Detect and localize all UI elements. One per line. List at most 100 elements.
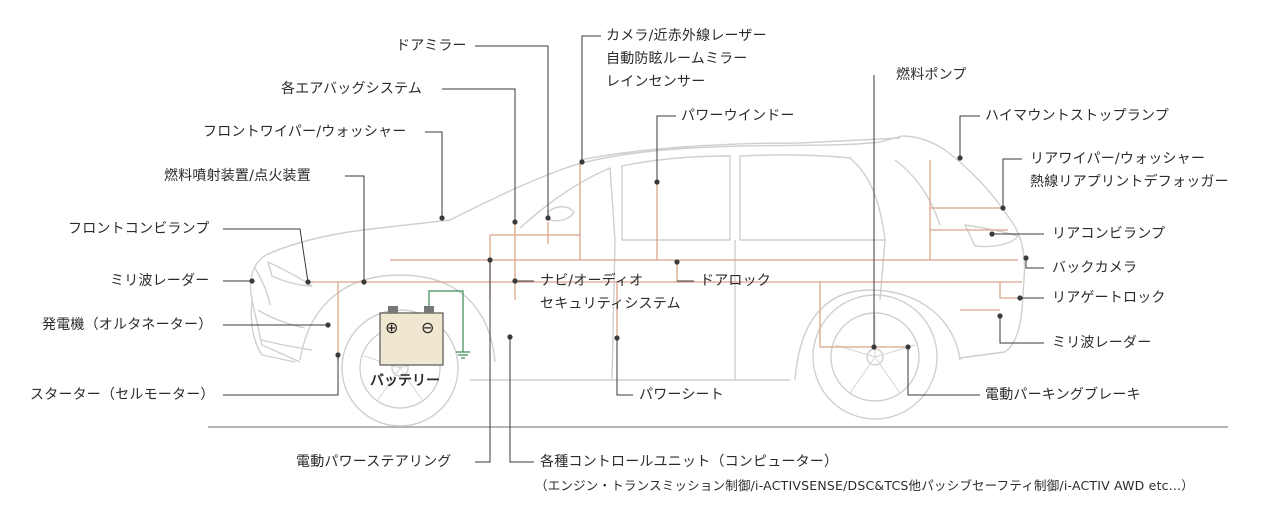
dot (305, 279, 311, 285)
label-fuel-pump: 燃料ポンプ (896, 67, 967, 83)
ground-symbol (456, 351, 470, 359)
front-wheel-arch (299, 274, 496, 363)
battery-terminal-plus (388, 306, 398, 313)
rear-harness (930, 207, 1008, 231)
dot (335, 352, 341, 358)
label-door-mirror: ドアミラー (396, 38, 467, 54)
leader-starter (223, 355, 339, 396)
dot (905, 344, 911, 350)
battery-terminal-minus (424, 306, 434, 313)
label-ecu-title: 各種コントロールユニット（コンピューター） (540, 454, 839, 470)
label-rear-wiper: リアワイパー/ウォッシャー (1030, 151, 1206, 167)
dot (507, 334, 513, 340)
leader-lines (223, 35, 1044, 463)
car-outline (249, 135, 1026, 427)
battery-minus-symbol: ⊖ (421, 318, 434, 337)
leader-power-window (656, 115, 676, 182)
front-grille (254, 267, 313, 351)
dot (989, 231, 995, 237)
dot (674, 259, 680, 265)
dot (512, 278, 518, 284)
dot (545, 215, 551, 221)
leader-camera (581, 35, 601, 162)
label-power-window: パワーウインドー (681, 108, 795, 124)
dot (957, 155, 963, 161)
dot (439, 215, 445, 221)
door-harness (514, 182, 678, 300)
under-harness (819, 282, 905, 348)
label-airbags: 各エアバッグシステム (281, 81, 423, 97)
windshield (519, 167, 616, 241)
dot (512, 219, 518, 225)
leader-rear-wiper (1002, 158, 1022, 208)
dot (871, 344, 877, 350)
label-starter: スターター（セルモーター） (30, 387, 215, 403)
leader-airbags (442, 88, 516, 222)
leader-ecu (509, 337, 534, 463)
front-harness (308, 281, 339, 360)
car-lower (250, 299, 790, 381)
rear-wheel-rim (830, 312, 920, 402)
leader-front-wiper (425, 131, 443, 218)
dot (487, 257, 493, 263)
dot (997, 313, 1003, 319)
leader-high-mount (959, 115, 980, 158)
dot (361, 279, 367, 285)
battery-body (379, 312, 444, 366)
label-alternator: 発電機（オルタネーター） (42, 317, 213, 333)
label-battery: バッテリー (370, 373, 440, 389)
roof-rail (579, 137, 901, 161)
leader-power-steering (475, 260, 491, 463)
rear-wheel-spokes (834, 315, 916, 394)
dot (654, 179, 660, 185)
door-lines (611, 239, 886, 381)
front-wheel (341, 309, 459, 427)
quarter-window (894, 159, 941, 226)
leader-front-combi (223, 228, 309, 283)
label-rear-gate-lock: リアゲートロック (1052, 290, 1166, 306)
label-front-combi: フロントコンビランプ (68, 221, 210, 237)
wiring-harness (308, 160, 1022, 360)
label-radar-front: ミリ波レーダー (110, 273, 210, 289)
label-rear-combi: リアコンビランプ (1052, 226, 1166, 242)
dot (614, 335, 620, 341)
rear-window (739, 154, 886, 241)
label-high-mount: ハイマウントストップランプ (985, 108, 1169, 124)
spoke (834, 315, 916, 394)
dot (325, 322, 331, 328)
label-door-lock: ドアロック (700, 273, 771, 289)
label-ecu-detail: （エンジン・トランスミッション制御/i-ACTIVSENSE/DSC&TCS他パ… (535, 478, 1194, 493)
label-rear-defogger: 熱線リアプリントデフォッガー (1030, 174, 1229, 190)
headlight (267, 261, 313, 287)
dot (1023, 255, 1029, 261)
label-camera-2: 自動防眩ルームミラー (606, 51, 748, 67)
leader-radar-rear (999, 316, 1044, 344)
dot (579, 159, 585, 165)
leader-back-camera (1025, 258, 1044, 269)
label-navi-1: ナビ/オーディオ (540, 273, 644, 289)
battery-ground-wire (428, 290, 464, 352)
leader-power-seat (616, 338, 633, 396)
label-power-steering: 電動パワーステアリング (296, 454, 452, 470)
taillight (964, 224, 1019, 248)
label-camera-3: レインセンサー (606, 74, 706, 90)
leader-fuel-injection (345, 175, 365, 282)
label-navi-2: セキュリティシステム (540, 296, 681, 312)
label-fuel-injection: 燃料噴射装置/点火装置 (164, 168, 311, 184)
label-epb: 電動パーキングブレーキ (985, 387, 1141, 403)
rear-lower (960, 282, 1018, 311)
front-window (621, 155, 731, 241)
connection-dots (249, 155, 1029, 358)
battery-plus-symbol: ⊕ (385, 318, 398, 337)
dot (1017, 295, 1023, 301)
leader-door-mirror (475, 45, 549, 218)
dot (1000, 205, 1006, 211)
side-mirror (547, 206, 575, 222)
battery: ⊕ ⊖ (379, 290, 470, 366)
label-front-wiper: フロントワイパー/ウォッシャー (203, 124, 407, 140)
label-camera-1: カメラ/近赤外線レーザー (606, 28, 767, 44)
dot (249, 278, 255, 284)
label-radar-rear: ミリ波レーダー (1052, 335, 1152, 351)
